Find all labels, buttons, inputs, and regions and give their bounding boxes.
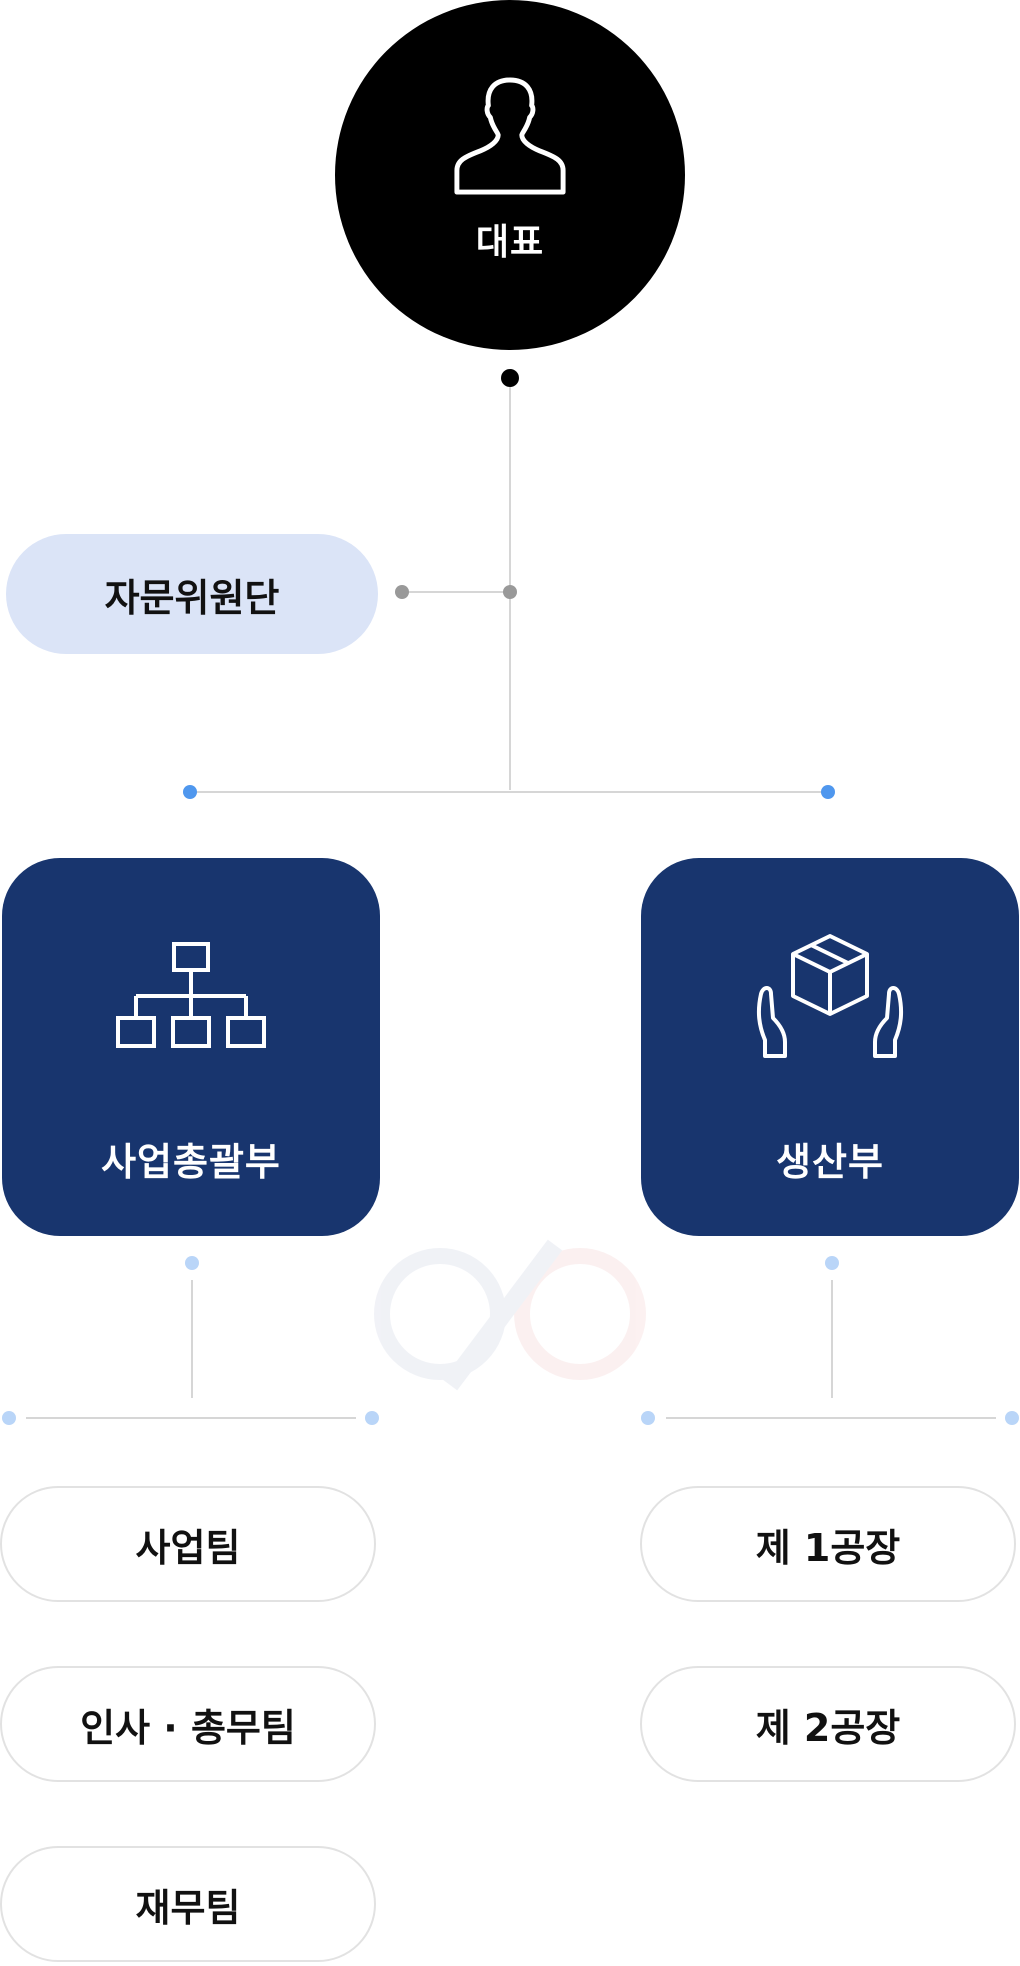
dept-right-dot [821, 785, 835, 799]
advisory-dot [395, 585, 409, 599]
advisory-node: 자문위원단 [6, 534, 378, 654]
person-icon [454, 77, 566, 195]
box-in-hands-icon [756, 934, 904, 1058]
ceo-label: 대표 [475, 222, 545, 263]
watermark-logo-icon [374, 1239, 646, 1391]
dept-production-label: 생산부 [776, 1140, 884, 1184]
advisory-junction-dot [503, 585, 517, 599]
dept-business-label: 사업총괄부 [101, 1140, 281, 1184]
team-factory-1: 제 1공장 [640, 1486, 1016, 1602]
ceo-dot [501, 369, 519, 387]
dept-production: 생산부 [641, 858, 1019, 1236]
team-finance: 재무팀 [0, 1846, 376, 1962]
sub-right-dot [825, 1256, 839, 1270]
team-hr-general: 인사 · 총무팀 [0, 1666, 376, 1782]
org-chart-icon [116, 942, 266, 1048]
team-business: 사업팀 [0, 1486, 376, 1602]
team-factory-2: 제 2공장 [640, 1666, 1016, 1782]
dept-left-dot [183, 785, 197, 799]
sub-left-dot [185, 1256, 199, 1270]
ceo-node: 대표 [335, 0, 685, 350]
dept-business: 사업총괄부 [2, 858, 380, 1236]
